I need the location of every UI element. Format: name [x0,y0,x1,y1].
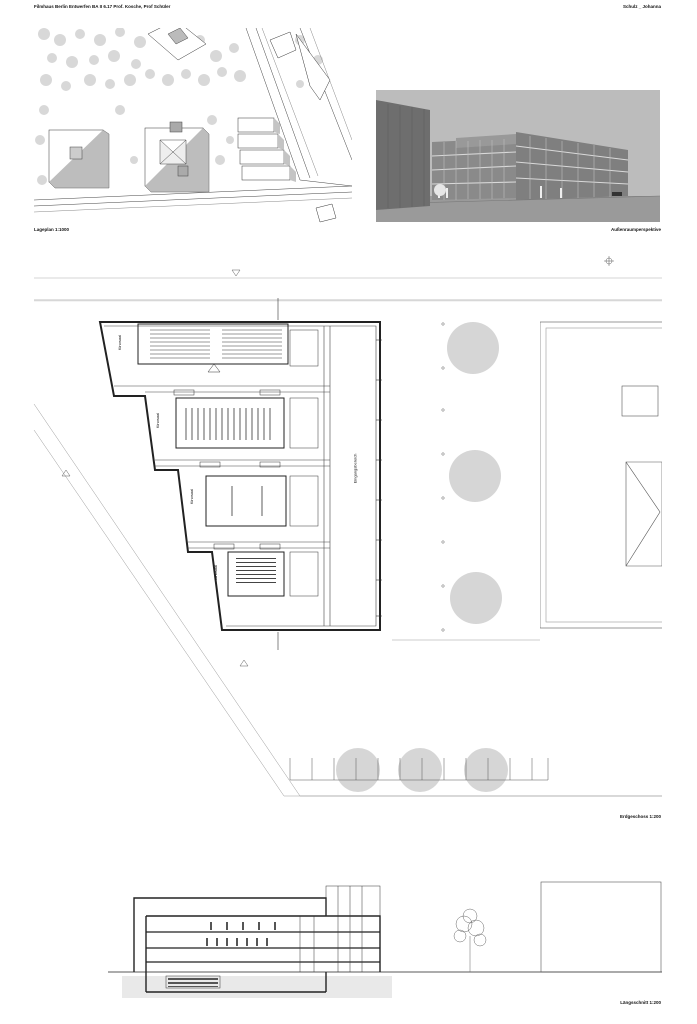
header-title: Filmhaus Berlin Entwerfen BA II 6.17 Pro… [34,4,171,9]
perspective-caption: Außenraumperspektive [610,227,661,232]
ground-floor-caption: Erdgeschoss 1:200 [619,814,661,819]
header-author: Schulz _ Johanna [622,4,661,9]
long-section-caption: Längsschnitt 1:200 [620,1000,661,1005]
site-plan-caption: Lageplan 1:1000 [34,227,70,232]
